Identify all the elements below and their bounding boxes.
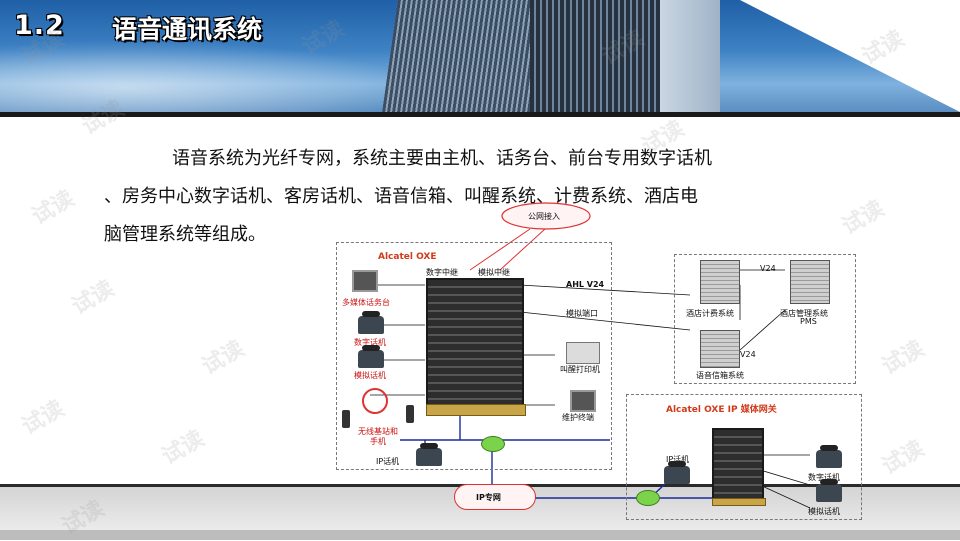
- v24-top-label: V24: [760, 264, 776, 273]
- footer-strip: [0, 530, 960, 540]
- watermark-text: 试读: [157, 426, 209, 470]
- printer-icon: [566, 342, 600, 364]
- digital-phone-right-icon: [816, 445, 842, 468]
- billing-server-icon: [700, 260, 740, 304]
- gateway-title: Alcatel OXE IP 媒体网关: [666, 405, 777, 415]
- mobile-icon: [342, 410, 350, 428]
- ip-phone-left-label: IP话机: [376, 457, 400, 466]
- analog-port-label: 模拟端口: [566, 309, 598, 318]
- hotel-mgmt-server-icon: [790, 260, 830, 304]
- cloud-public-label: 公网接入: [528, 212, 560, 221]
- oxe-title: Alcatel OXE: [378, 252, 437, 262]
- watermark-text: 试读: [27, 186, 79, 230]
- wakeup-printer-label: 叫醒打印机: [560, 365, 600, 374]
- gateway-cabinet: [712, 428, 764, 502]
- paragraph-line-3: 脑管理系统等组成。: [104, 224, 266, 245]
- watermark-text: 试读: [17, 396, 69, 440]
- wireless-label: 无线基站和: [358, 427, 398, 436]
- maintenance-terminal-icon: [570, 390, 596, 412]
- paragraph-line-1: 语音系统为光纤专网，系统主要由主机、话务台、前台专用数字话机: [172, 148, 712, 169]
- diagram-lines: [370, 202, 811, 509]
- ip-phone-icon: [416, 443, 442, 466]
- maintenance-label: 维护终端: [562, 413, 594, 422]
- header-divider: [0, 112, 960, 117]
- ip-network-cloud: [454, 484, 536, 510]
- oxe-cabinet: [426, 278, 524, 408]
- watermark-text: 试读: [67, 276, 119, 320]
- trunk-analog-label: 模拟中继: [478, 268, 510, 277]
- multimedia-console-label: 多媒体话务台: [342, 298, 390, 307]
- gateway-cabinet-base: [712, 498, 766, 506]
- voicemail-server-icon: [700, 330, 740, 368]
- trunk-digital-label: 数字中继: [426, 268, 458, 277]
- handset-icon: [406, 405, 414, 423]
- analog-phone-icon: [358, 345, 384, 368]
- servers-box: [674, 254, 856, 384]
- section-number: 1.2: [14, 10, 65, 41]
- v24-bottom-label: V24: [740, 350, 756, 359]
- watermark-text: 试读: [877, 436, 929, 480]
- digital-phone-icon: [358, 311, 384, 334]
- building-image: [382, 0, 548, 112]
- router-icon: [481, 436, 505, 452]
- ip-network-label: IP专网: [476, 493, 501, 502]
- digital-phone-right-label: 数字话机: [808, 473, 840, 482]
- network-diagram: 公网接入 Alcatel OXE 数字中继 模拟中继 AHL V24 模拟端口 …: [330, 200, 870, 520]
- hotel-mgmt-label: 酒店管理系统: [780, 309, 828, 318]
- digital-phone-label: 数字话机: [354, 338, 386, 347]
- analog-phone-right-icon: [816, 479, 842, 502]
- hotel-billing-label: 酒店计费系统: [686, 309, 734, 318]
- console-pc-icon: [352, 270, 378, 292]
- ahl-v24-label: AHL V24: [566, 280, 605, 289]
- section-title: 语音通讯系统: [112, 15, 263, 44]
- building-image-3: [660, 0, 720, 112]
- oxe-system-box: [336, 242, 612, 470]
- paragraph-line-2: 、房务中心数字话机、客房话机、语音信箱、叫醒系统、计费系统、酒店电: [104, 186, 698, 207]
- analog-phone-label: 模拟话机: [354, 371, 386, 380]
- analog-phone-right-label: 模拟话机: [808, 507, 840, 516]
- header-corner: [740, 0, 960, 112]
- ip-gateway-box: [626, 394, 862, 520]
- wireless-base-icon: [362, 388, 388, 414]
- voicemail-label: 语音信箱系统: [696, 371, 744, 380]
- handset-label: 手机: [370, 437, 386, 446]
- ip-phone-right-icon: [664, 461, 690, 484]
- watermark-text: 试读: [877, 336, 929, 380]
- oxe-cabinet-base: [426, 404, 526, 416]
- pms-label: PMS: [800, 317, 817, 326]
- router-2-icon: [636, 490, 660, 506]
- ip-phone-right-label: IP话机: [666, 455, 690, 464]
- header-banner: 1.2 语音通讯系统: [0, 0, 960, 112]
- watermark-text: 试读: [197, 336, 249, 380]
- sky-glow: [0, 40, 420, 112]
